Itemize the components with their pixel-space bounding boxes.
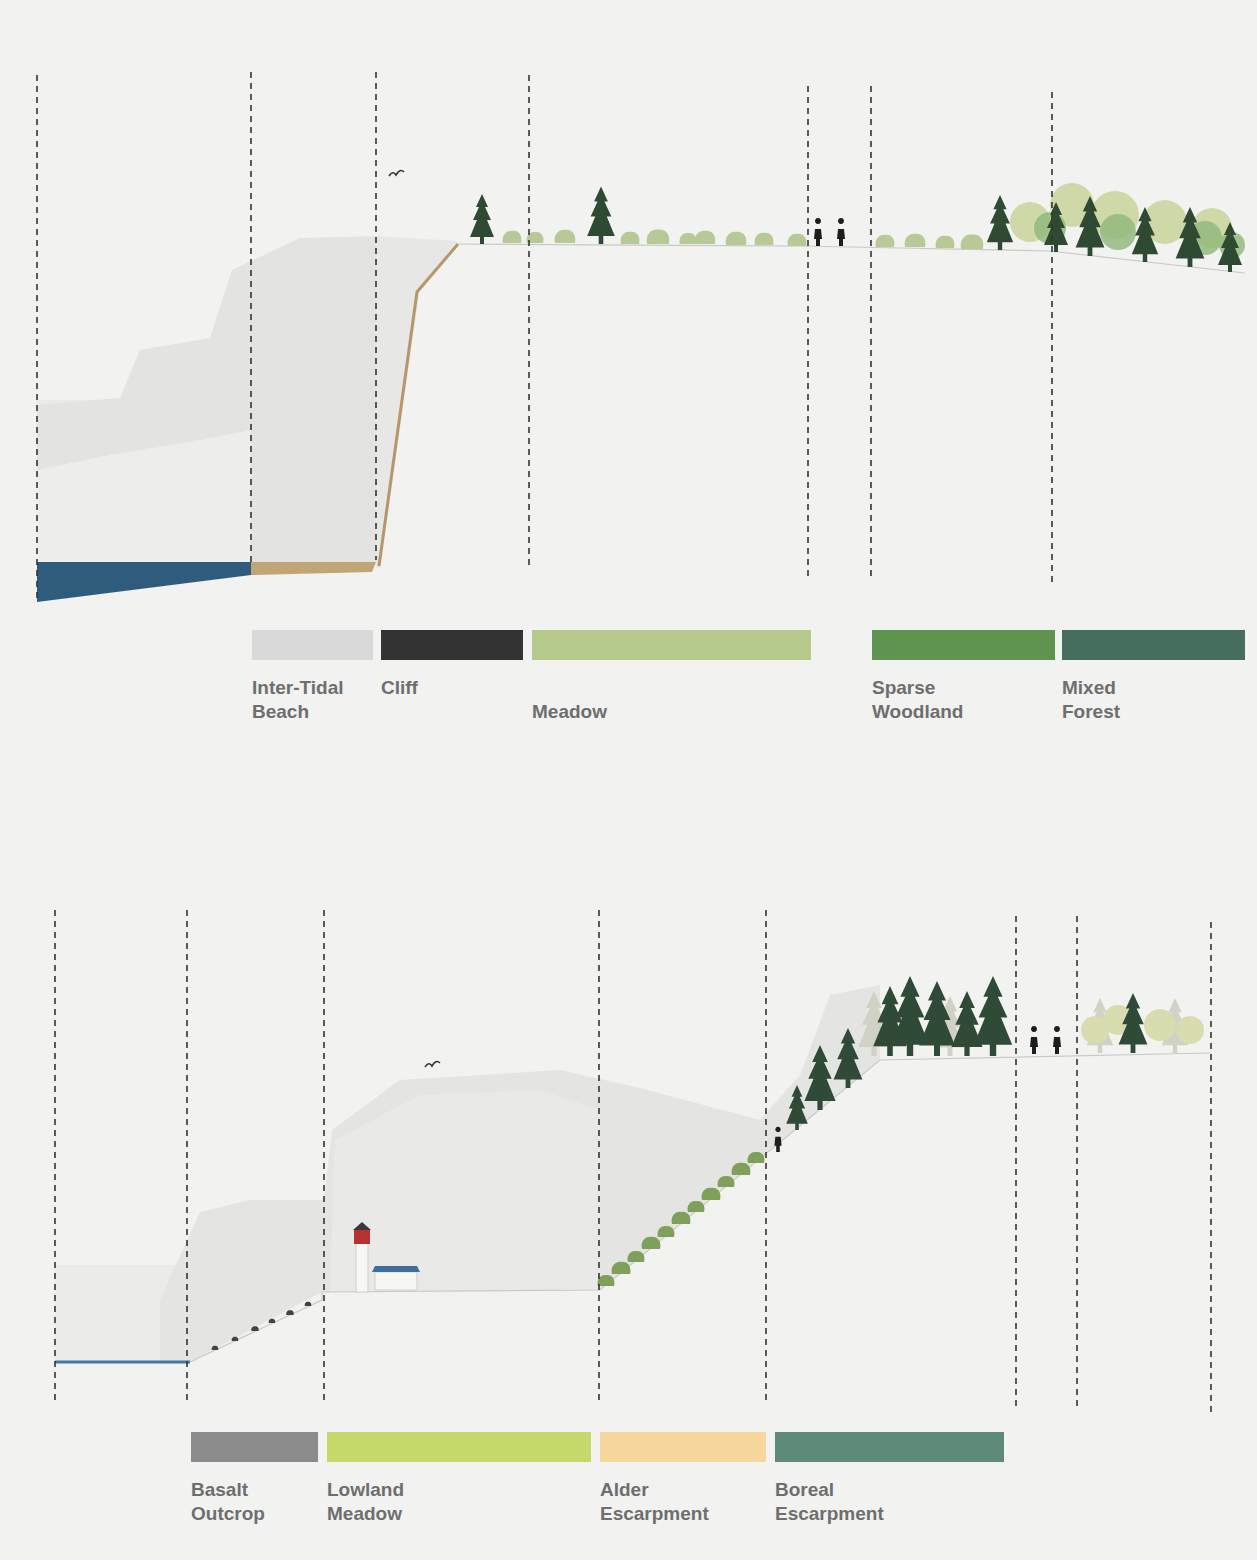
outcrop-plants: [212, 1302, 312, 1350]
bottom-section: [55, 910, 1211, 1415]
cliff-mass: [376, 236, 458, 568]
ghost-cliff: [37, 236, 376, 562]
legend-item: Basalt Outcrop: [191, 1432, 318, 1480]
legend-item: Mixed Forest: [1062, 630, 1245, 678]
bird: [425, 1062, 440, 1067]
people: [774, 1026, 1061, 1152]
alder-shrubs: [598, 1152, 765, 1286]
legend-swatch: [252, 630, 373, 660]
sea-water: [55, 1361, 190, 1364]
cliff-face: [379, 244, 458, 566]
legend-item: Lowland Meadow: [327, 1432, 591, 1480]
legend-swatch: [1062, 630, 1245, 660]
conifers: [786, 976, 1147, 1130]
lighthouse: [353, 1222, 420, 1292]
legend-label: Lowland Meadow: [327, 1478, 437, 1526]
legend-label: Cliff: [381, 676, 481, 700]
sea-water: [37, 562, 251, 602]
ground-line: [190, 1053, 1210, 1362]
zone-dividers: [37, 72, 1052, 600]
legend-item: Cliff: [381, 630, 523, 654]
meadow-shrubs: [503, 229, 984, 249]
legend-label: Meadow: [532, 700, 732, 724]
legend-swatch: [600, 1432, 766, 1462]
legend-label: Boreal Escarpment: [775, 1478, 903, 1526]
legend-swatch: [381, 630, 523, 660]
legend-swatch: [327, 1432, 591, 1462]
legend-label: Sparse Woodland: [872, 676, 972, 724]
legend-label: Inter-Tidal Beach: [252, 676, 370, 724]
legend-swatch: [532, 630, 811, 660]
conifers: [470, 187, 1242, 273]
zone-dividers: [55, 910, 1211, 1415]
cliff-face: [330, 1090, 600, 1292]
ground-line: [458, 244, 1245, 273]
legend-label: Basalt Outcrop: [191, 1478, 301, 1526]
legend-label: Alder Escarpment: [600, 1478, 728, 1526]
legend-item: Alder Escarpment: [600, 1432, 766, 1480]
legend-item: Inter-Tidal Beach: [252, 630, 373, 678]
bird: [389, 171, 404, 176]
legend-swatch: [872, 630, 1055, 660]
ghost-cliff: [160, 985, 880, 1362]
legend-label: Mixed Forest: [1062, 676, 1162, 724]
people: [814, 218, 845, 246]
legend-item: Boreal Escarpment: [775, 1432, 1004, 1480]
legend-item: Sparse Woodland: [872, 630, 1055, 678]
surf: [37, 430, 251, 562]
legend-item: Meadow: [532, 630, 811, 654]
top-section: [37, 72, 1245, 602]
beach: [251, 562, 376, 575]
legend-swatch: [775, 1432, 1004, 1462]
legend-swatch: [191, 1432, 318, 1462]
